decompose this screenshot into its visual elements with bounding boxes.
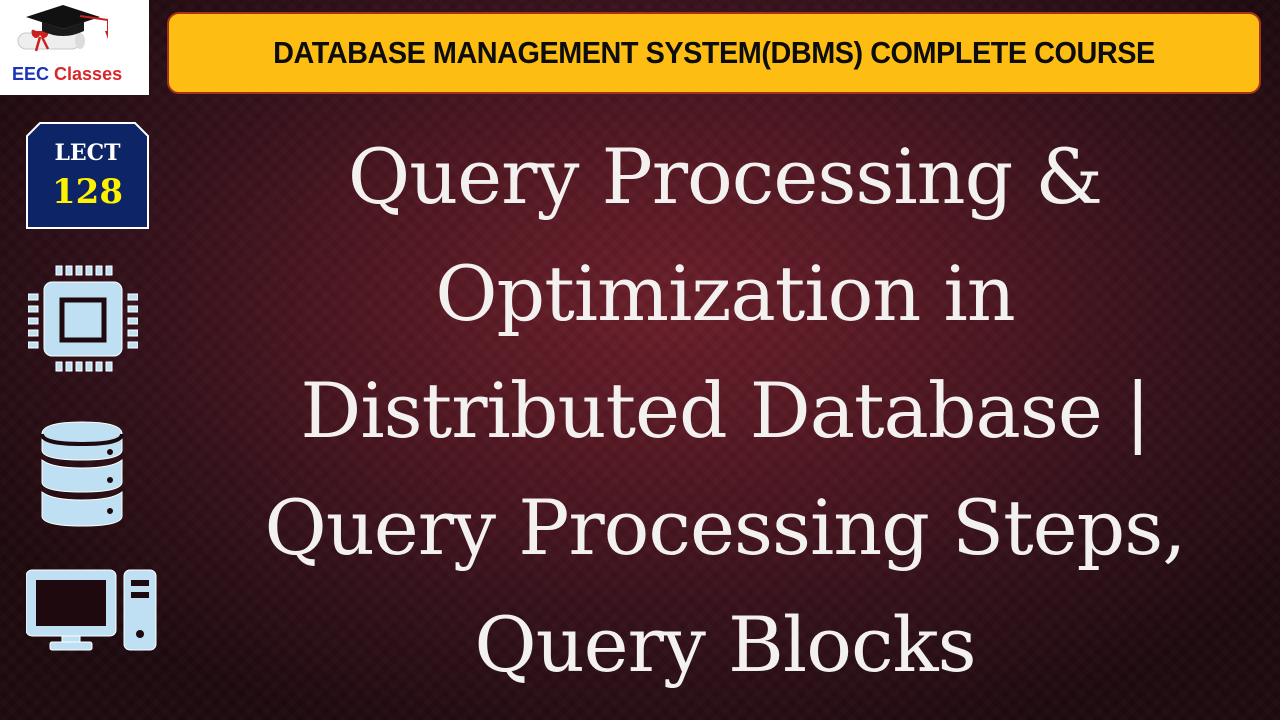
- database-icon: [40, 421, 124, 527]
- lecture-title: Query Processing & Optimization in Distr…: [170, 118, 1280, 703]
- title-line-2: Optimization in: [435, 249, 1016, 338]
- lecture-number: 128: [52, 172, 123, 212]
- badge-shape: [26, 122, 149, 229]
- title-line-3: Distributed Database |: [300, 366, 1150, 455]
- graduation-cap-icon: [17, 5, 108, 52]
- logo-text-eec: EEC: [12, 64, 50, 84]
- course-banner-text: DATABASE MANAGEMENT SYSTEM(DBMS) COMPLET…: [273, 35, 1155, 70]
- title-line-5: Query Blocks: [474, 600, 976, 689]
- title-line-1: Query Processing &: [347, 132, 1103, 221]
- logo-text-classes: Classes: [54, 64, 123, 84]
- cpu-chip-icon: [28, 265, 138, 372]
- title-line-4: Query Processing Steps,: [264, 483, 1187, 572]
- eec-classes-logo: EEC Classes: [0, 0, 149, 95]
- course-banner: DATABASE MANAGEMENT SYSTEM(DBMS) COMPLET…: [167, 12, 1261, 94]
- lecture-badge: LECT 128: [26, 122, 149, 229]
- desktop-computer-icon: [26, 569, 157, 651]
- lecture-label: LECT: [54, 140, 121, 166]
